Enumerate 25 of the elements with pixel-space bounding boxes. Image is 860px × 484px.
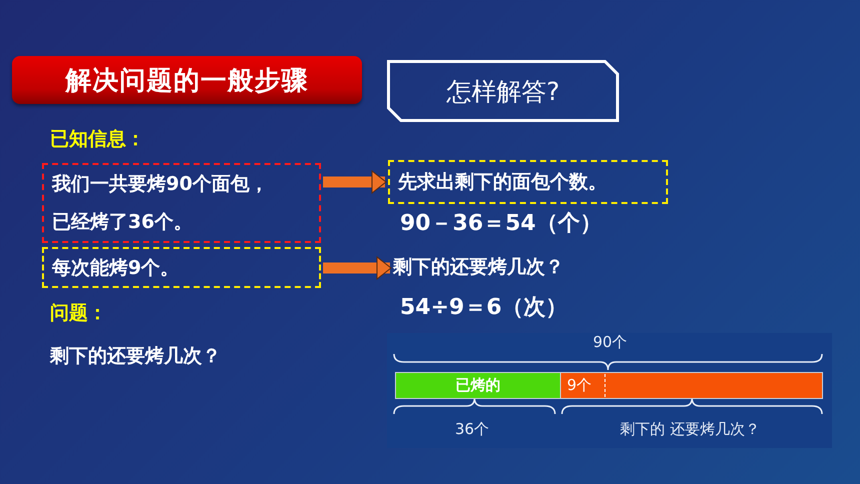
info-box (388, 160, 668, 204)
title-banner: 解决问题的一般步骤 (12, 56, 362, 104)
info-text: 我们一共要烤90个面包， (52, 172, 270, 197)
question-heading: 怎样解答? (446, 76, 560, 108)
block-arrow (323, 170, 386, 194)
remaining-label: 剩下的 还要烤几次？ (620, 420, 760, 439)
question-box (387, 60, 619, 122)
total-label: 90个 (592, 333, 628, 352)
equation: 90－36＝54（个） (400, 210, 602, 238)
part-label: 36个 (454, 420, 490, 439)
section-heading: 已知信息： (50, 127, 145, 152)
info-text: 已经烤了36个。 (52, 210, 194, 235)
info-text: 每次能烤9个。 (52, 256, 180, 280)
equation: 54÷9＝6（次） (400, 294, 568, 322)
question-text: 剩下的还要烤几次？ (50, 344, 221, 369)
bar-label: 9个 (567, 376, 592, 395)
section-heading: 问题： (50, 301, 107, 326)
info-box (42, 247, 321, 288)
info-text: 先求出剩下的面包个数。 (398, 170, 608, 195)
bar-segment (560, 372, 823, 399)
info-box (42, 163, 321, 243)
bar-segment (395, 372, 561, 399)
block-arrow (323, 256, 392, 280)
step-text: 剩下的还要烤几次？ (393, 254, 623, 284)
bar-label: 已烤的 (456, 376, 500, 395)
